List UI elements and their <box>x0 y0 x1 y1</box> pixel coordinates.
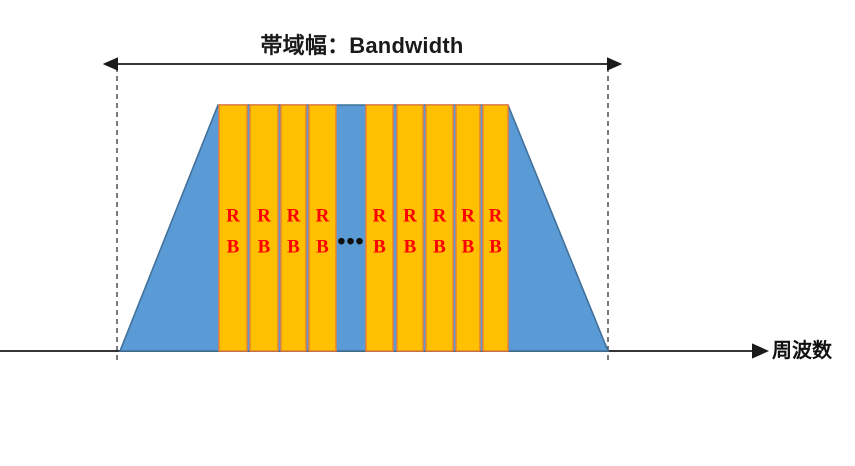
resource-block: RB <box>396 104 424 352</box>
resource-block-rect <box>218 104 248 352</box>
resource-block: RB <box>425 104 454 352</box>
resource-block-rect <box>249 104 279 352</box>
resource-block-rect <box>482 104 509 352</box>
resource-block: RB <box>365 104 394 352</box>
resource-block-label-line1: R <box>489 205 503 226</box>
resource-block-label-line2: B <box>462 236 475 257</box>
resource-block: RB <box>249 104 279 352</box>
resource-block-label-line1: R <box>433 205 447 226</box>
resource-block-label-line1: R <box>257 205 271 226</box>
resource-block-label-line2: B <box>316 236 329 257</box>
resource-block-label-line2: B <box>373 236 386 257</box>
resource-block-label-line1: R <box>461 205 475 226</box>
resource-block: RB <box>455 104 481 352</box>
resource-block: RB <box>280 104 307 352</box>
resource-block-rect <box>396 104 424 352</box>
resource-block: RB <box>218 104 248 352</box>
resource-block-label-line2: B <box>258 236 271 257</box>
rb-ellipsis: ••• <box>337 228 364 254</box>
resource-block-label-line2: B <box>227 236 240 257</box>
resource-block-label-line1: R <box>316 205 330 226</box>
resource-block-rect <box>308 104 337 352</box>
page-title: 帯域幅：Bandwidth <box>260 33 464 58</box>
resource-block-label-line1: R <box>287 205 301 226</box>
resource-block-rect <box>425 104 454 352</box>
resource-block-label-line2: B <box>433 236 446 257</box>
resource-block: RB <box>308 104 337 352</box>
resource-block-rect <box>365 104 394 352</box>
resource-block-rect <box>280 104 307 352</box>
resource-block-label-line2: B <box>489 236 502 257</box>
resource-block-label-line2: B <box>287 236 300 257</box>
resource-block-label-line1: R <box>226 205 240 226</box>
resource-block-label-line1: R <box>403 205 417 226</box>
resource-block-label-line1: R <box>373 205 387 226</box>
x-axis-label: 周波数 <box>772 340 832 362</box>
resource-block-rect <box>455 104 481 352</box>
resource-block: RB <box>482 104 509 352</box>
resource-block-label-line2: B <box>404 236 417 257</box>
